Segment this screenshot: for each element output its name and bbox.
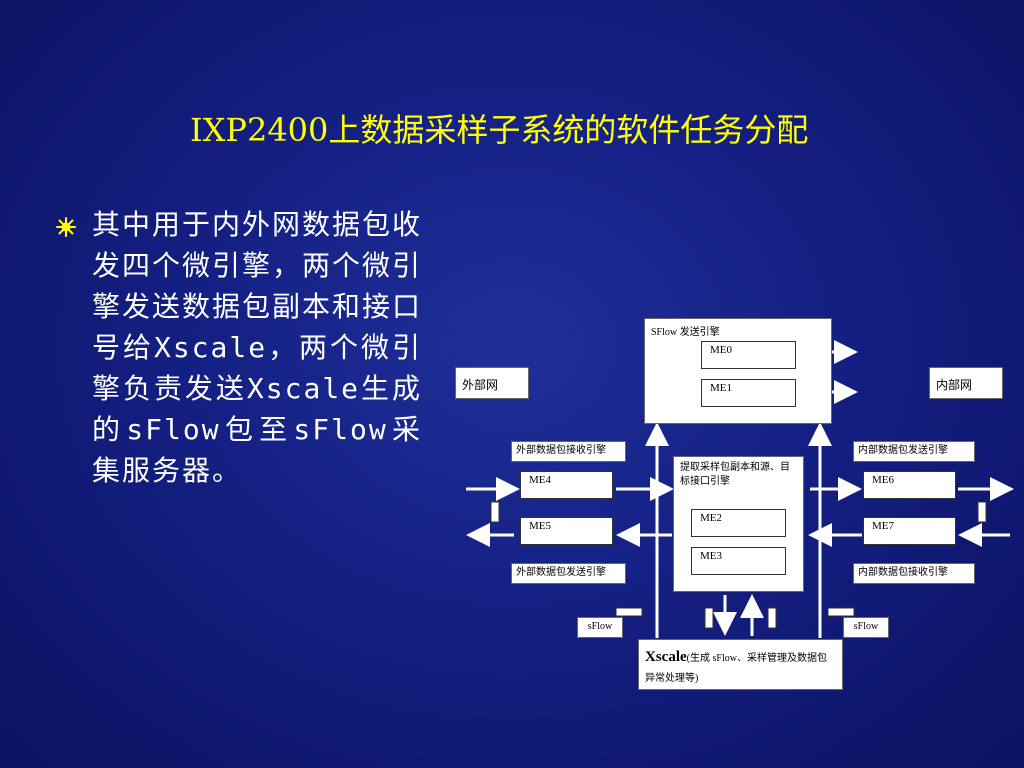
- sflow-left-box: sFlow: [577, 617, 623, 638]
- slide-title: IXP2400上数据采样子系统的软件任务分配: [190, 111, 809, 149]
- xscale-desc: (生成 sFlow、采样管理及数据包异常处理等): [645, 653, 827, 684]
- external-net-box: 外部网: [455, 367, 529, 399]
- me1-box: ME1: [701, 379, 796, 407]
- me4-box: ME4: [520, 471, 613, 499]
- internal-net-box: 内部网: [929, 367, 1003, 399]
- ext-recv-engine-label: 外部数据包接收引擎: [511, 441, 626, 462]
- me0-box: ME0: [701, 341, 796, 369]
- sun-bullet-icon: [56, 217, 76, 237]
- me5-box: ME5: [520, 517, 613, 545]
- int-send-engine-label: 内部数据包发送引擎: [853, 441, 975, 462]
- xscale-box: Xscale(生成 sFlow、采样管理及数据包异常处理等): [638, 639, 843, 690]
- me3-box: ME3: [691, 547, 786, 575]
- me7-box: ME7: [863, 517, 956, 545]
- bullet-text: 其中用于内外网数据包收发四个微引擎，两个微引擎发送数据包副本和接口号给Xscal…: [92, 208, 423, 487]
- sflow-send-engine-label: SFlow 发送引擎: [651, 327, 720, 338]
- extract-engine-label: 提取采样包副本和源、目标接口引擎: [680, 462, 790, 487]
- me6-box: ME6: [863, 471, 956, 499]
- sflow-right-box: sFlow: [843, 617, 889, 638]
- int-recv-engine-label: 内部数据包接收引擎: [853, 563, 975, 584]
- me2-box: ME2: [691, 509, 786, 537]
- sflow-send-engine: SFlow 发送引擎: [644, 318, 832, 424]
- xscale-title: Xscale: [645, 649, 687, 665]
- ext-send-engine-label: 外部数据包发送引擎: [511, 563, 626, 584]
